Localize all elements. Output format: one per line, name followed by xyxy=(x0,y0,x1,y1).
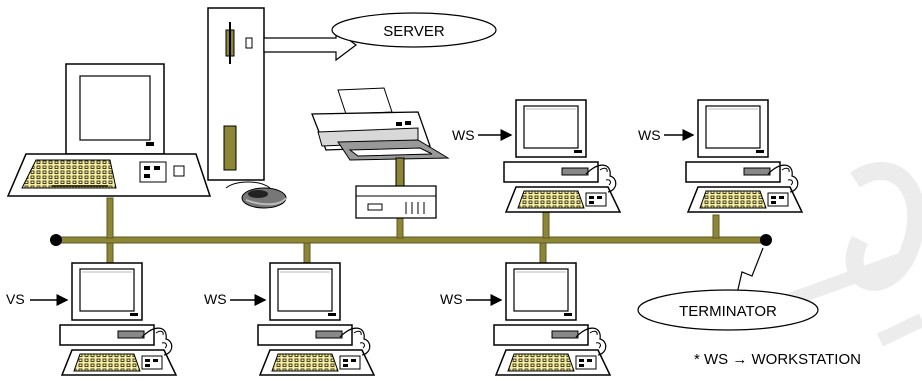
workstation-icon xyxy=(685,99,803,213)
terminator-icon: TERMINATOR xyxy=(637,247,819,331)
ws-label: WS xyxy=(638,127,661,143)
workstation-icon xyxy=(257,262,375,376)
watermark xyxy=(787,162,922,347)
ws-label: WS xyxy=(204,291,227,307)
ws-label: VS xyxy=(6,291,25,307)
printer-icon xyxy=(311,87,450,219)
server-label: SERVER xyxy=(383,23,445,40)
terminator-label: TERMINATOR xyxy=(679,303,777,320)
ws-label: WS xyxy=(440,291,463,307)
workstation-icon xyxy=(493,262,611,376)
mouse-icon xyxy=(225,181,287,209)
server-terminal xyxy=(6,63,212,197)
server-tower-icon xyxy=(207,7,357,181)
workstation-icon xyxy=(59,262,177,376)
workstation-icon xyxy=(503,99,621,213)
legend-text: * WS → WORKSTATION xyxy=(694,351,861,368)
ws-label: WS xyxy=(452,127,475,143)
server-callout: SERVER xyxy=(331,12,497,48)
